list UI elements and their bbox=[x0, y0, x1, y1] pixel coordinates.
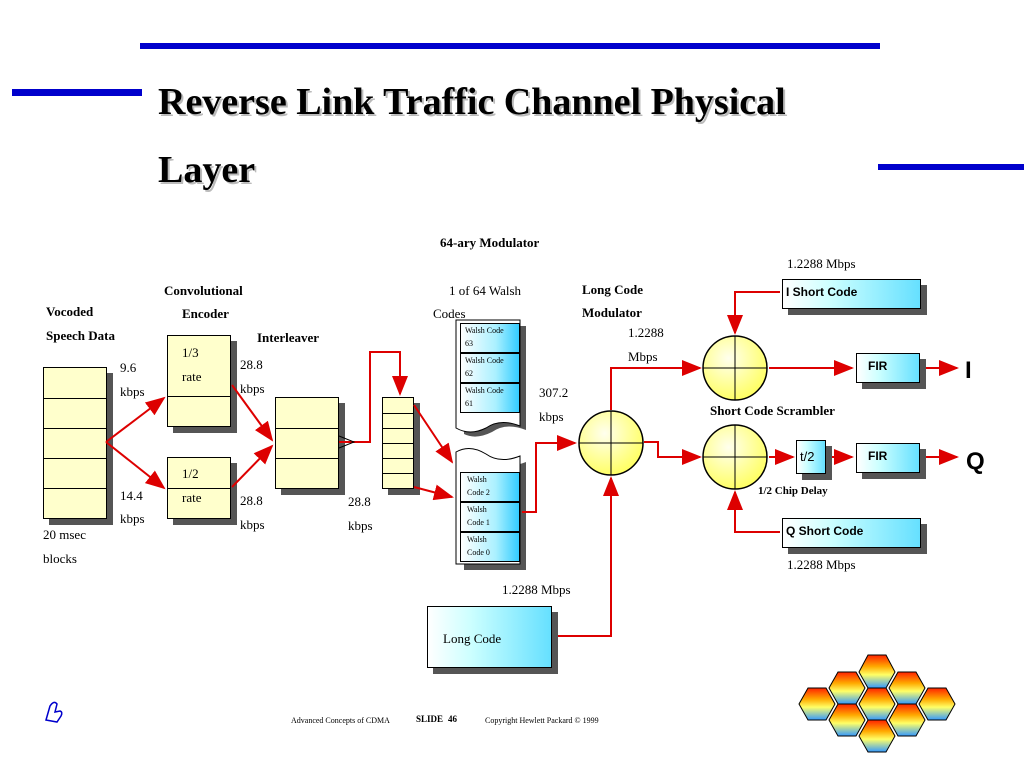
short-code-scrambler-label: Short Code Scrambler bbox=[710, 403, 835, 418]
kbps-28-8-rep-a: 28.8 bbox=[348, 494, 371, 509]
fir-i-label: FIR bbox=[868, 359, 888, 373]
mixer-i-channel bbox=[702, 335, 768, 401]
kbps-307-2-a: 307.2 bbox=[539, 385, 569, 400]
interleaver-block bbox=[382, 397, 414, 489]
mbps-i-short: 1.2288 Mbps bbox=[787, 256, 856, 271]
delay-box bbox=[796, 440, 826, 474]
mbps-long-code: 1.2288 Mbps bbox=[502, 582, 571, 597]
modulator-64-label: 64-ary Modulator bbox=[440, 235, 540, 250]
rate-1-3-a: 1/3 bbox=[182, 345, 199, 360]
footer-slide-number: 46 bbox=[448, 714, 457, 724]
blocks-label-a: 20 msec bbox=[43, 527, 86, 542]
mbps-q-short: 1.2288 Mbps bbox=[787, 557, 856, 572]
footer-slide-label: SLIDE bbox=[416, 714, 444, 724]
kbps-28-8-rep-b: kbps bbox=[348, 518, 373, 533]
pointer-hand-icon bbox=[45, 701, 63, 723]
chip-delay-label: 1/2 Chip Delay bbox=[758, 485, 828, 497]
kbps-28-8-top-a: 28.8 bbox=[240, 357, 263, 372]
fir-i-box bbox=[856, 353, 920, 383]
blocks-label-b: blocks bbox=[43, 551, 77, 566]
fir-q-box bbox=[856, 443, 920, 473]
conv-encoder-label-a: Convolutional bbox=[164, 283, 243, 298]
one-of-64-label-a: 1 of 64 Walsh bbox=[449, 283, 522, 298]
hexagon-cells-logo bbox=[798, 654, 956, 753]
mixer-q-channel bbox=[702, 424, 768, 490]
left-accent-bar bbox=[12, 89, 142, 96]
encoder-rate-1-2 bbox=[167, 457, 231, 519]
rate-1-2-a: 1/2 bbox=[182, 466, 199, 481]
interleaver-label: Interleaver bbox=[257, 330, 320, 345]
q-short-code-box bbox=[782, 518, 921, 548]
footer-copyright: Copyright Hewlett Packard © 1999 bbox=[485, 716, 599, 725]
kbps-307-2-b: kbps bbox=[539, 409, 564, 424]
vocoded-label-a: Vocoded bbox=[46, 304, 94, 319]
footer-course: Advanced Concepts of CDMA bbox=[291, 716, 390, 725]
rate-14-4-b: kbps bbox=[120, 511, 145, 526]
one-of-64-label-b: Codes bbox=[433, 306, 466, 321]
long-code-box bbox=[427, 606, 552, 668]
mbps-1-2288-a: 1.2288 bbox=[628, 325, 664, 340]
rate-9-6-b: kbps bbox=[120, 384, 145, 399]
conv-encoder-label-b: Encoder bbox=[182, 306, 229, 321]
slide-title: Reverse Link Traffic Channel Physical La… bbox=[158, 81, 786, 191]
long-code-modulator-b: Modulator bbox=[582, 305, 642, 320]
speech-data-frames bbox=[43, 367, 107, 519]
kbps-28-8-top-b: kbps bbox=[240, 381, 265, 396]
delay-label: t/2 bbox=[800, 449, 815, 464]
rate-14-4-a: 14.4 bbox=[120, 488, 143, 503]
i-short-code-box bbox=[782, 279, 921, 309]
mixer-long-code bbox=[578, 410, 644, 476]
right-accent-bar bbox=[878, 164, 1024, 170]
encoder-rate-1-3 bbox=[167, 335, 231, 427]
fir-q-label: FIR bbox=[868, 449, 888, 463]
rate-1-2-b: rate bbox=[182, 490, 202, 505]
rate-9-6-a: 9.6 bbox=[120, 360, 137, 375]
top-accent-bar bbox=[140, 43, 880, 49]
kbps-28-8-bottom-a: 28.8 bbox=[240, 493, 263, 508]
q-short-code-label: Q Short Code bbox=[786, 524, 864, 538]
output-i-label: I bbox=[965, 357, 972, 384]
repetition-block bbox=[275, 397, 339, 489]
vocoded-label-b: Speech Data bbox=[46, 328, 115, 343]
long-code-label: Long Code bbox=[443, 631, 502, 646]
mbps-1-2288-b: Mbps bbox=[628, 349, 658, 364]
kbps-28-8-bottom-b: kbps bbox=[240, 517, 265, 532]
long-code-modulator-a: Long Code bbox=[582, 282, 644, 297]
output-q-label: Q bbox=[966, 448, 985, 475]
rate-1-3-b: rate bbox=[182, 369, 202, 384]
i-short-code-label: I Short Code bbox=[786, 285, 858, 299]
